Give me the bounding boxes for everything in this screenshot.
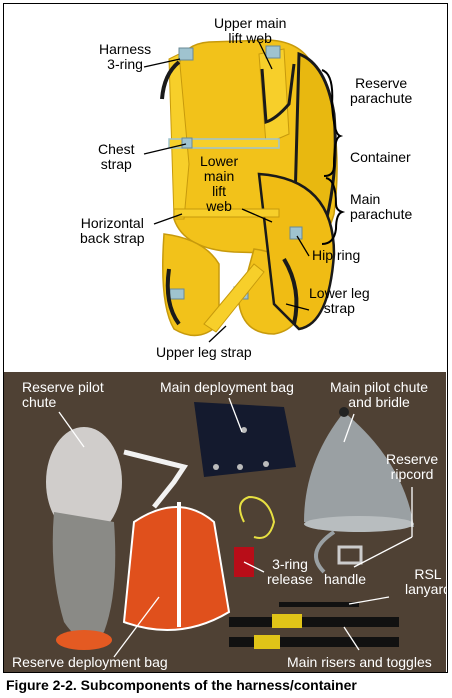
reserve-pilot-chute-base — [56, 630, 112, 650]
leader-main-deployment-bag — [228, 397, 243, 433]
reserve-pilot-chute-body — [52, 512, 116, 640]
label-lower-main-lift-web: Lower main lift web — [200, 153, 239, 214]
label-hip-ring: Hip ring — [312, 247, 361, 263]
label-main-deployment-bag: Main deployment bag — [160, 379, 294, 395]
leader-reserve-bag — [113, 596, 160, 658]
label-reserve-ripcord: Reserve ripcord — [386, 451, 439, 482]
left-leg-piping — [165, 268, 181, 326]
label-lower-leg-strap: Lower leg strap — [309, 285, 370, 316]
leader-upper-leg-strap — [208, 325, 227, 343]
leader-harness-3ring — [143, 58, 181, 68]
components-photo-panel: Reserve pilot chute Main deployment bag … — [4, 372, 446, 672]
label-reserve-parachute: Reserve parachute — [350, 75, 413, 106]
leader-lower-main-lift-web — [241, 208, 273, 223]
upper-leg-strap — [203, 263, 265, 333]
hip-ring-hardware — [289, 226, 303, 240]
label-upper-leg-strap: Upper leg strap — [156, 344, 252, 360]
grommet-4 — [263, 461, 269, 467]
main-pilot-chute — [304, 412, 414, 527]
figure-frame: Harness 3-ring Upper main lift web Reser… — [3, 3, 448, 673]
grommet-2 — [213, 464, 219, 470]
leader-reserve-ripcord-b — [353, 536, 413, 568]
label-three-ring-release: 3-ring release — [267, 556, 313, 587]
leader-main-risers — [343, 626, 360, 651]
main-bridle — [314, 530, 336, 574]
left-web-piping — [160, 60, 181, 100]
three-ring-cable — [239, 495, 276, 539]
toggle-2 — [254, 635, 280, 649]
figure-caption: Figure 2-2. Subcomponents of the harness… — [6, 677, 357, 693]
label-chest-strap: Chest strap — [98, 141, 135, 172]
main-deployment-bag — [194, 402, 296, 477]
leader-hip-ring — [296, 235, 310, 257]
left-leg-hardware — [169, 288, 185, 300]
harness-illustration-panel: Harness 3-ring Upper main lift web Reser… — [4, 4, 446, 372]
right-leg-piping — [282, 257, 299, 325]
pilot-chute-handle — [339, 407, 349, 417]
label-reserve-pilot-chute: Reserve pilot chute — [22, 379, 104, 410]
back-strap-band — [173, 208, 280, 218]
reserve-bridle — [123, 449, 189, 509]
leader-upper-main-lift-web — [258, 41, 273, 70]
toggle-1 — [272, 614, 302, 628]
label-main-pilot-chute: Main pilot chute and bridle — [330, 379, 429, 410]
label-reserve-deployment-bag: Reserve deployment bag — [12, 654, 168, 670]
grommet-3 — [237, 464, 243, 470]
main-riser-1 — [229, 617, 399, 627]
reserve-pilot-chute-mesh — [46, 427, 122, 537]
reserve-ripcord-handle — [337, 545, 363, 565]
components-photo — [4, 372, 446, 672]
right-3ring-hardware — [265, 45, 281, 59]
reserve-brace — [321, 69, 344, 177]
right-web-piping — [260, 63, 296, 124]
left-leg-pad — [162, 233, 220, 337]
leader-three-ring — [243, 561, 265, 573]
main-brace — [321, 177, 346, 245]
leader-horizontal-back-strap — [153, 213, 183, 225]
label-container: Container — [350, 149, 411, 165]
harness-container-drawing — [143, 39, 346, 343]
harness-3ring-hardware — [178, 47, 194, 61]
leader-chest-strap — [143, 143, 187, 155]
leader-lower-leg-strap — [285, 303, 310, 311]
chest-strap-band — [168, 138, 280, 149]
label-horizontal-back-strap: Horizontal back strap — [80, 215, 145, 246]
label-harness-3ring: Harness 3-ring — [99, 41, 152, 72]
label-rsl-lanyard: RSL lanyard — [405, 566, 446, 597]
main-pilot-chute-rim — [304, 516, 414, 532]
leader-reserve-pilot-chute — [58, 411, 85, 448]
left-main-lift-web — [168, 53, 190, 220]
chest-ring-hardware — [181, 137, 193, 149]
leader-rsl — [348, 596, 390, 605]
rsl-lanyard — [279, 602, 359, 607]
label-main-parachute: Main parachute — [350, 191, 413, 222]
main-riser-2 — [229, 637, 399, 647]
label-upper-main-lift-web: Upper main lift web — [214, 15, 287, 46]
leader-main-pilot-chute — [343, 413, 355, 443]
label-main-risers: Main risers and toggles — [287, 654, 432, 670]
reserve-deployment-bag — [122, 506, 231, 631]
label-handle: handle — [324, 571, 367, 587]
